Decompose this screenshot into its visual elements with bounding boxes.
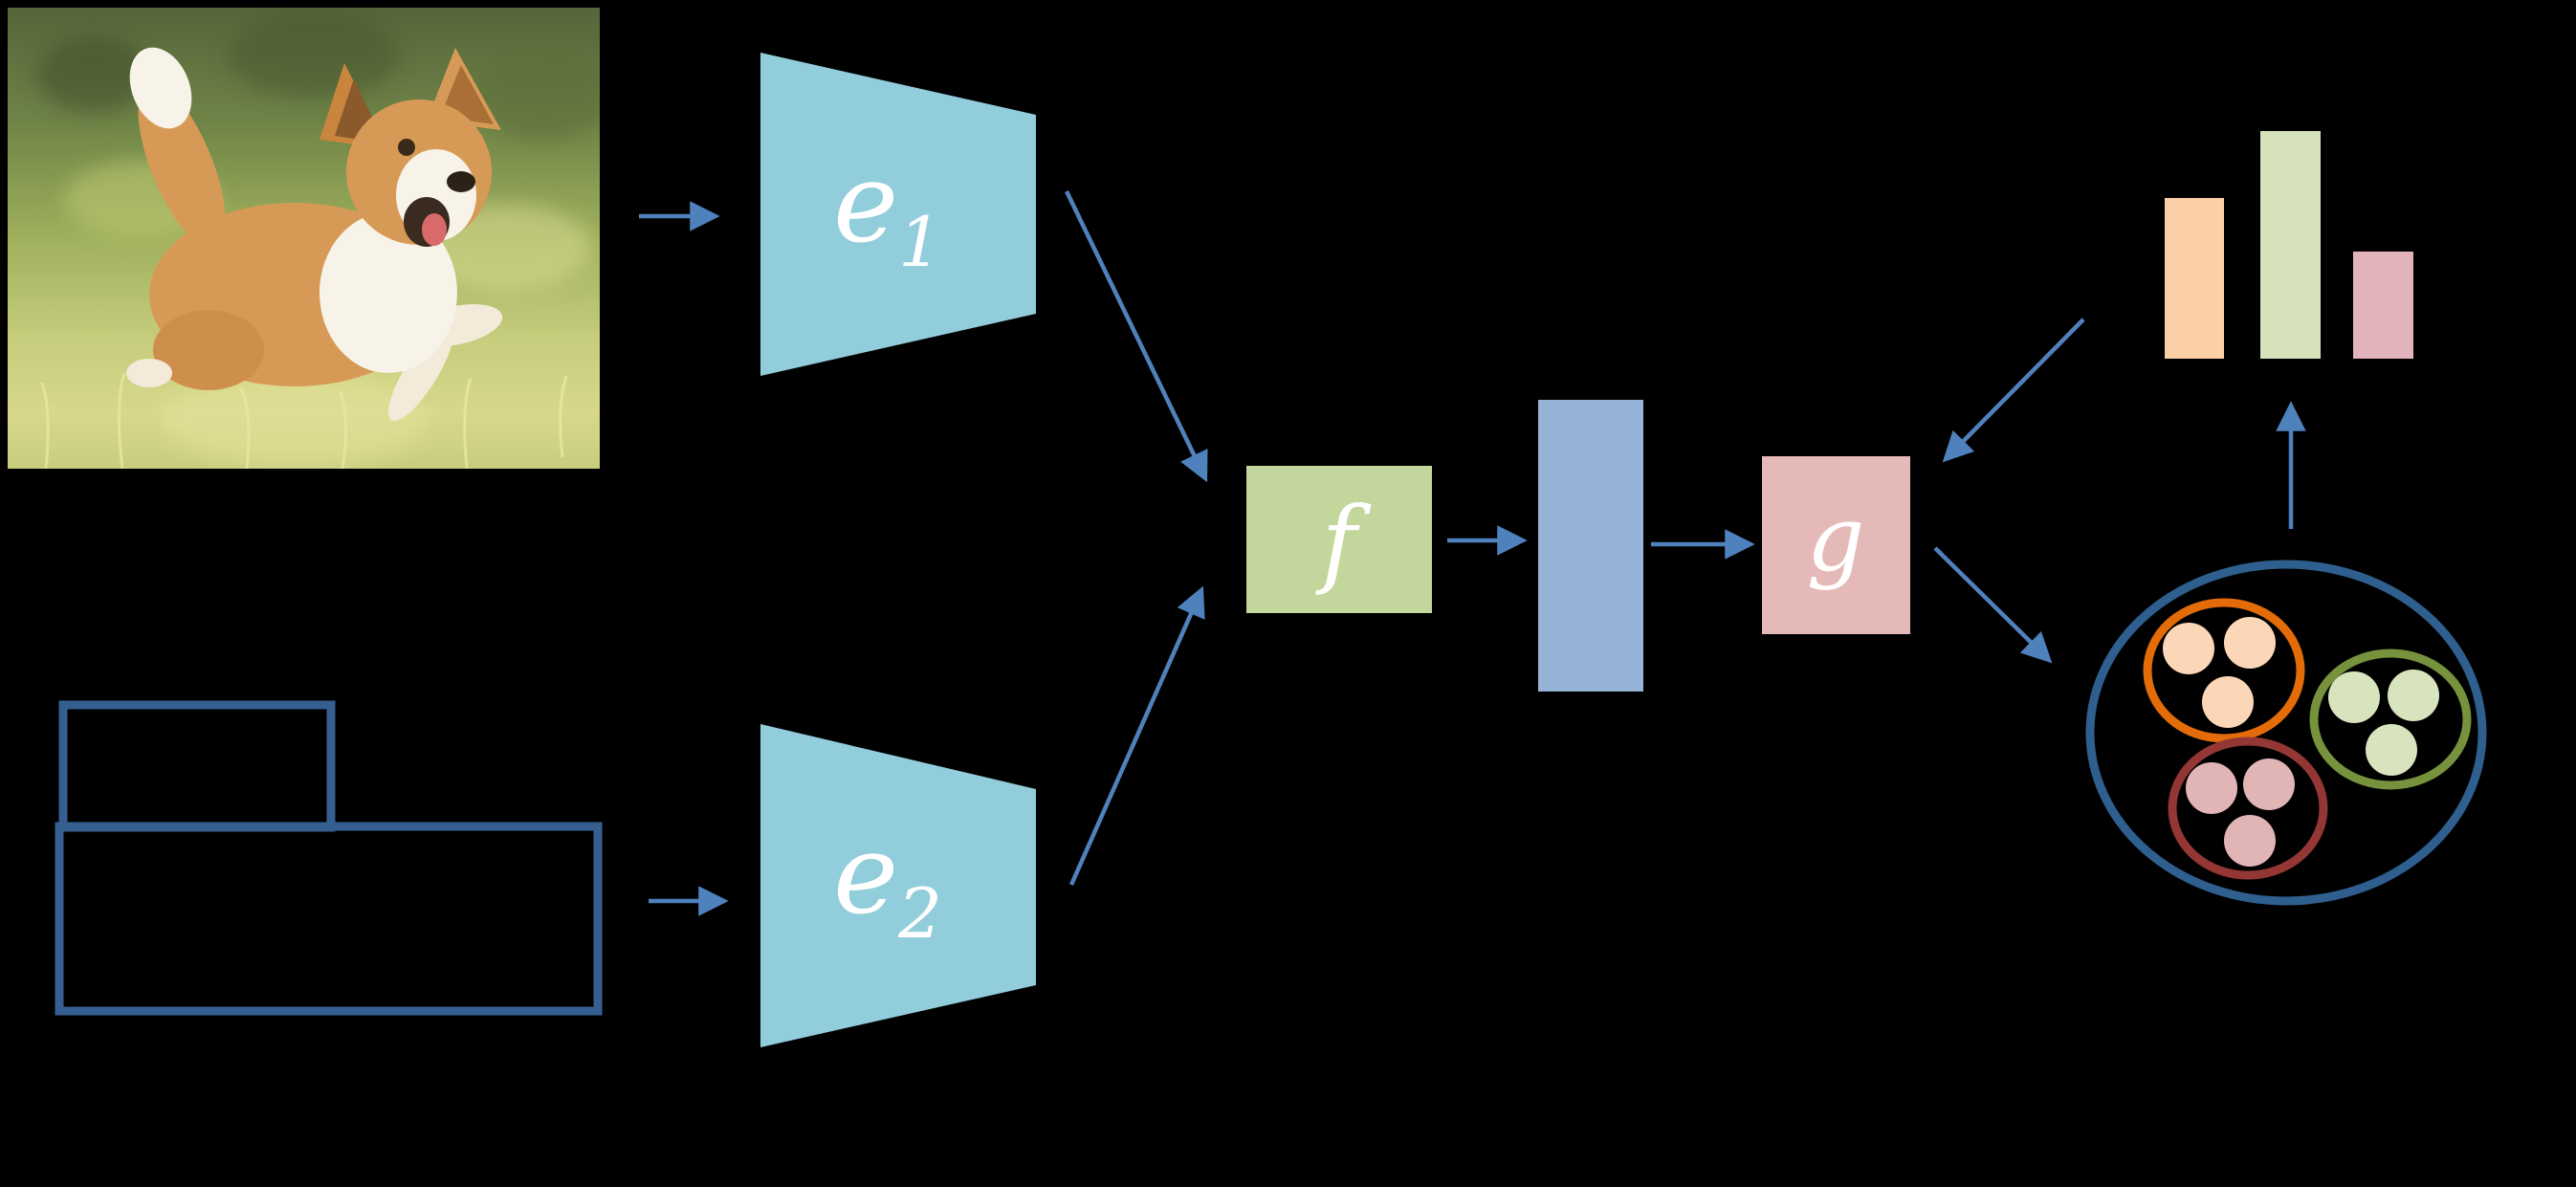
encoder-e1-label: e1 bbox=[833, 140, 942, 282]
red-dot-1 bbox=[2186, 762, 2237, 814]
embedding-bar bbox=[1538, 400, 1643, 692]
head-g-box bbox=[1762, 456, 1910, 634]
bar-3 bbox=[2353, 252, 2413, 359]
arrow-e2-to-f bbox=[1068, 585, 1205, 886]
orange-dot-2 bbox=[2224, 617, 2276, 669]
bar-1 bbox=[2165, 198, 2224, 359]
green-dot-2 bbox=[2388, 670, 2439, 721]
fusion-f-box bbox=[1246, 466, 1432, 613]
e2-base: e bbox=[833, 811, 898, 939]
corgi-dog-illustration bbox=[126, 47, 503, 422]
cluster-figure bbox=[2085, 560, 2487, 906]
orange-dot-3 bbox=[2202, 676, 2254, 728]
cluster-orange-ellipse bbox=[2143, 598, 2305, 743]
orange-dot-1 bbox=[2163, 623, 2214, 674]
cluster-outer-ellipse bbox=[2085, 560, 2487, 906]
grass-blades bbox=[40, 372, 568, 469]
encoder-e2-trapezoid bbox=[760, 724, 1036, 1047]
arrow-g-to-cluster bbox=[1933, 546, 2053, 664]
text-input-box-large bbox=[55, 822, 603, 1016]
green-dot-1 bbox=[2328, 671, 2380, 723]
corgi-photo bbox=[8, 8, 600, 469]
encoder-e2-label: e2 bbox=[833, 811, 942, 954]
cluster-red-ellipse bbox=[2168, 736, 2328, 880]
e2-subscript: 2 bbox=[897, 873, 942, 954]
red-dot-2 bbox=[2243, 758, 2295, 810]
bar-2 bbox=[2260, 131, 2321, 359]
green-dot-3 bbox=[2366, 724, 2417, 776]
e1-subscript: 1 bbox=[898, 202, 942, 282]
text-input-box-small bbox=[58, 700, 336, 832]
red-dot-3 bbox=[2224, 815, 2276, 867]
arrow-e1-to-f bbox=[1064, 190, 1208, 483]
e1-base: e bbox=[833, 140, 898, 268]
cluster-green-ellipse bbox=[2309, 648, 2472, 790]
arrow-bars-to-g bbox=[1942, 318, 2085, 463]
head-g-label: g bbox=[1807, 487, 1865, 592]
encoder-e1-trapezoid bbox=[760, 53, 1036, 376]
probability-bar-chart bbox=[2165, 131, 2413, 359]
